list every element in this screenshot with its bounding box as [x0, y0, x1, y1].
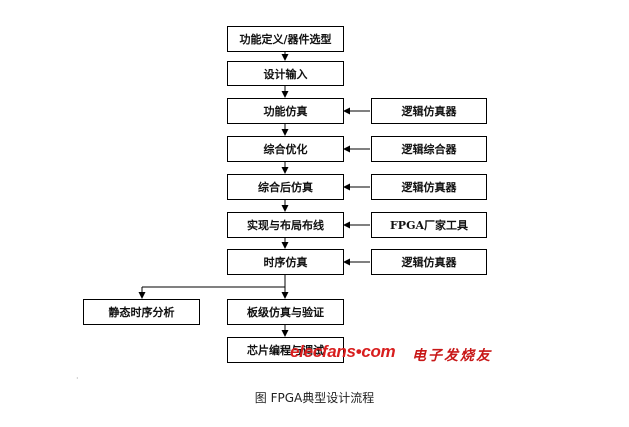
- watermark-site: elecfans: [290, 342, 356, 361]
- flow-step-spec: 功能定义/器件选型: [227, 26, 344, 52]
- elecfans-watermark-cn: 电子发烧友: [412, 348, 492, 364]
- flow-step-board-sim: 板级仿真与验证: [227, 299, 344, 325]
- static-timing-analysis: 静态时序分析: [83, 299, 200, 325]
- tool-logic-simulator-2: 逻辑仿真器: [371, 174, 487, 200]
- tool-logic-simulator-3: 逻辑仿真器: [371, 249, 487, 275]
- flow-step-programming: 芯片编程与调试: [227, 337, 344, 363]
- tool-fpga-vendor: FPGA厂家工具: [371, 212, 487, 238]
- flow-step-timing-sim: 时序仿真: [227, 249, 344, 275]
- corner-mark: ·: [76, 374, 79, 383]
- flow-step-synthesis: 综合优化: [227, 136, 344, 162]
- tool-logic-simulator-1: 逻辑仿真器: [371, 98, 487, 124]
- flow-step-functional-sim: 功能仿真: [227, 98, 344, 124]
- elecfans-watermark-logo: elecfans•com: [290, 342, 396, 362]
- watermark-dot: •: [355, 342, 362, 361]
- flow-step-post-synth-sim: 综合后仿真: [227, 174, 344, 200]
- watermark-tld: com: [361, 342, 396, 361]
- flow-step-place-route: 实现与布局布线: [227, 212, 344, 238]
- flow-step-design-entry: 设计输入: [227, 61, 344, 86]
- figure-caption: 图 FPGA典型设计流程: [254, 391, 375, 405]
- tool-logic-synthesizer: 逻辑综合器: [371, 136, 487, 162]
